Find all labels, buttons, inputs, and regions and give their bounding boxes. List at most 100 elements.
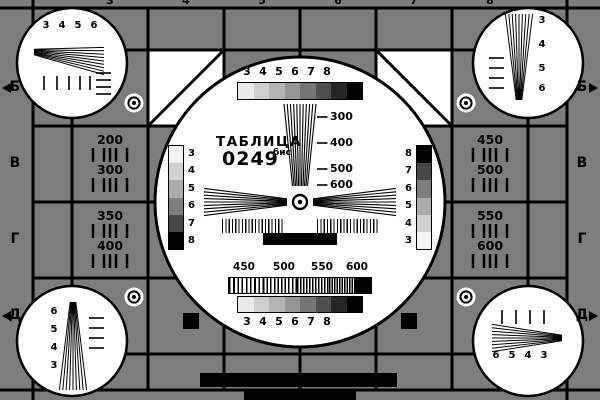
left-scale-label: 3 [188,148,195,159]
top-margin-number: 3 [106,0,114,7]
left-scale-label: 4 [188,165,195,176]
black-square-left [183,313,199,329]
black-square-right [401,313,417,329]
top-margin-number: 6 [334,0,342,7]
top-scale-label: 7 [307,65,315,78]
left-panel-value: 200 [96,132,124,147]
row-letter-left: Д [8,307,22,323]
right-scale-label: 7 [405,165,412,176]
bottom-scale-label: 6 [291,315,299,328]
left-panel-line-marks [91,148,129,268]
corner-ticks-top-right [489,57,504,89]
horizontal-resolution-wedge-right [312,187,397,217]
corner-circle-bottom-left [15,284,129,398]
top-margin-number: 5 [258,0,266,7]
left-grayscale-strip [168,145,184,250]
vertical-resolution-wedge [283,103,317,187]
left-scale-label: 5 [188,183,195,194]
card-title: ТАБЛИЦА [216,134,302,150]
corner-mark-top-left: 4 [58,20,66,31]
bottom-scale-label: 7 [307,315,315,328]
corner-circle-top-right [471,6,585,120]
corner-mark-bottom-left: 5 [50,324,58,335]
corner-fan-top-left [33,46,105,76]
wedge-mark: 400 [330,136,353,149]
definition-burst-bar [228,277,372,294]
right-scale-label: 8 [405,148,412,159]
corner-mark-top-right: 4 [538,39,546,50]
burst-mark: 450 [233,261,255,273]
right-panel-value: 500 [476,162,504,177]
burst-segment-black [355,278,371,293]
corner-mark-bottom-right: 5 [508,350,516,361]
left-scale-label: 7 [188,218,195,229]
corner-mark-bottom-left: 3 [50,360,58,371]
burst-segment-550 [297,278,329,293]
burst-mark: 500 [273,261,295,273]
corner-mark-bottom-right: 6 [492,350,500,361]
left-panel-value: 400 [96,238,124,253]
bullseye-top-right [456,93,476,113]
row-letter-left: В [9,155,21,171]
corner-fan-bottom-left [58,301,88,391]
card-code: 0249 [222,148,279,170]
right-grayscale-strip [416,145,432,250]
corner-fan-bottom-right [491,323,563,353]
right-scale-label: 6 [405,183,412,194]
black-reference-bar [263,233,337,245]
row-letter-right: Б [576,79,588,95]
corner-mark-bottom-left: 4 [50,342,58,353]
bullseye-bottom-right [456,287,476,307]
bottom-black-bar-lower [244,389,356,400]
row-letter-left: Б [9,79,21,95]
right-panel-value: 450 [476,132,504,147]
top-margin-number: 4 [182,0,190,7]
left-scale-label: 6 [188,200,195,211]
right-panel-value: 550 [476,208,504,223]
bullseye-bottom-left [124,287,144,307]
wedge-mark: 500 [330,162,353,175]
row-arrow-markers [2,83,598,321]
horizontal-resolution-wedge-left [203,187,288,217]
left-panel-value: 350 [96,208,124,223]
corner-mark-bottom-right: 3 [540,350,548,361]
bottom-black-bar-upper [200,373,397,387]
burst-mark: 550 [311,261,333,273]
bottom-grayscale-bar [237,296,363,313]
corner-circle-bottom-right [471,284,585,398]
top-scale-label: 3 [243,65,251,78]
corner-mark-bottom-left: 6 [50,306,58,317]
corner-mark-top-left: 6 [90,20,98,31]
bottom-scale-label: 4 [259,315,267,328]
bottom-scale-label: 3 [243,315,251,328]
corner-mark-top-left: 5 [74,20,82,31]
burst-mark: 600 [346,261,368,273]
corner-mark-top-right: 3 [538,15,546,26]
row-letter-left: Г [10,231,20,247]
bullseye-top-left [124,93,144,113]
wedge-mark: 300 [330,110,353,123]
top-scale-label: 8 [323,65,331,78]
right-panel-value: 600 [476,238,504,253]
top-margin-number: 8 [486,0,494,7]
right-scale-label: 5 [405,200,412,211]
right-grating-comb [317,219,378,233]
corner-mark-top-right: 6 [538,83,546,94]
top-scale-label: 4 [259,65,267,78]
top-scale-label: 5 [275,65,283,78]
corner-fan-top-right [504,13,534,101]
left-panel-value: 300 [96,162,124,177]
corner-ticks-bottom-right [501,310,545,324]
top-grayscale-bar [237,82,363,100]
top-margin-number: 7 [410,0,418,7]
burst-segment-450 [229,278,263,293]
corner-ticks-top-left [43,72,111,95]
corner-mark-top-right: 5 [538,63,546,74]
row-letter-right: Г [577,231,587,247]
left-scale-label: 8 [188,235,195,246]
corner-mark-top-left: 3 [42,20,50,31]
corner-mark-bottom-right: 4 [524,350,532,361]
top-scale-label: 6 [291,65,299,78]
